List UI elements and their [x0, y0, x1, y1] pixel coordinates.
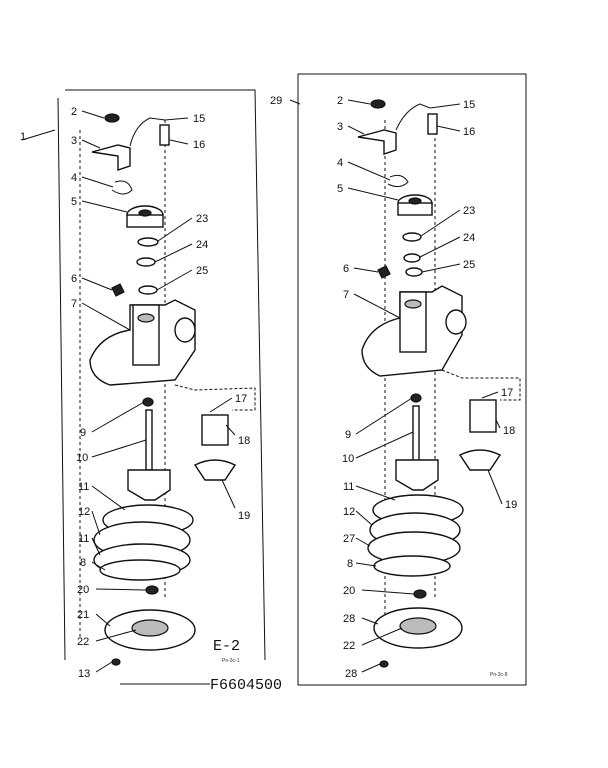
- callout-right-14: 18: [503, 425, 515, 437]
- part-25-ring: [138, 285, 158, 295]
- callout-left-8: 24: [196, 239, 208, 251]
- r-part-10-shaft: [412, 405, 420, 462]
- part-16-pin: [159, 124, 170, 146]
- left-panel: 1 2 15 3 16 4 5 23 24 6 25 7 17 9 18 10 …: [20, 89, 266, 680]
- part-3-bracket: [91, 144, 131, 171]
- r-part-25-ring: [405, 267, 423, 277]
- callout-left-14: 18: [238, 435, 250, 447]
- part-20-nut: [145, 585, 159, 595]
- callout-left-16: 19: [238, 510, 250, 522]
- part-2-nut: [104, 113, 120, 123]
- callout-right-8: 24: [463, 232, 475, 244]
- callout-left-19: 11: [78, 533, 89, 545]
- callout-right-24: 28: [345, 668, 357, 680]
- callout-left-18: 12: [78, 506, 90, 518]
- right-panel: 29 2 15 3 16 4 5 23 24 6 25 7 17 9 18 10…: [270, 73, 527, 686]
- callout-right-18: 12: [343, 506, 355, 518]
- callout-left-15: 10: [76, 452, 88, 464]
- callout-right-16: 19: [505, 499, 517, 511]
- r-part-8-ring: [373, 555, 451, 577]
- callout-right-2: 15: [463, 99, 475, 111]
- part-19-coupling: [193, 459, 237, 481]
- part-9-bushing: [142, 397, 154, 407]
- right-panel-border: [297, 73, 527, 686]
- callout-right-5: 4: [337, 157, 343, 169]
- part-4-spring: [111, 180, 133, 195]
- callout-left-12: 17: [235, 393, 247, 405]
- callout-left-17: 11: [78, 481, 89, 493]
- callout-right-20: 8: [347, 558, 353, 570]
- part-13-screw: [111, 658, 121, 666]
- part-6-clip: [111, 283, 125, 297]
- callout-right-13: 9: [345, 429, 351, 441]
- callout-left-4: 16: [193, 139, 205, 151]
- r-part-22-gear: [399, 617, 437, 635]
- callout-left-24: 13: [78, 668, 90, 680]
- sheet-label: E-2: [213, 638, 240, 655]
- callout-left-13: 9: [80, 427, 86, 439]
- r-part-17-18-pump-parts: [469, 399, 497, 433]
- callout-left-22: 21: [77, 609, 89, 621]
- callout-right-23: 22: [343, 640, 355, 652]
- callout-left-7: 23: [196, 213, 208, 225]
- left-panel-border: [65, 89, 266, 661]
- r-part-28-screw: [379, 660, 389, 668]
- callout-right-0: 29: [270, 95, 282, 107]
- sheet-note-right: Pn-3c-8: [490, 672, 508, 678]
- r-part-16-pin: [427, 113, 438, 135]
- r-part-20-nut: [413, 589, 427, 599]
- part-10-shaft: [145, 409, 153, 471]
- callout-right-11: 7: [343, 289, 349, 301]
- r-part-24-ring: [403, 253, 421, 263]
- callout-left-10: 25: [196, 265, 208, 277]
- callout-right-1: 2: [337, 95, 343, 107]
- part-24-ring: [136, 257, 156, 267]
- callout-left-2: 15: [193, 113, 205, 125]
- callout-right-7: 23: [463, 205, 475, 217]
- callout-right-3: 3: [337, 121, 343, 133]
- figure-number: F6604500: [210, 677, 282, 694]
- callout-right-17: 11: [343, 481, 354, 493]
- part-23-ring: [137, 237, 159, 247]
- part-22-gear: [131, 619, 169, 637]
- callout-right-21: 20: [343, 585, 355, 597]
- callout-left-23: 22: [77, 636, 89, 648]
- callout-right-6: 5: [337, 183, 343, 195]
- r-part-23-ring: [402, 232, 422, 242]
- callout-right-12: 17: [501, 387, 513, 399]
- callout-right-4: 16: [463, 126, 475, 138]
- callout-right-19: 27: [343, 533, 355, 545]
- callout-left-11: 7: [71, 298, 77, 310]
- r-part-2-nut: [370, 99, 386, 109]
- r-part-9-bushing: [410, 393, 422, 403]
- callout-right-15: 10: [342, 453, 354, 465]
- r-part-3-bracket: [357, 129, 397, 155]
- callout-left-20: 8: [80, 557, 86, 569]
- r-part-4-spring: [387, 174, 409, 188]
- callout-left-1: 2: [71, 106, 77, 118]
- part-10-agitator-drive: [127, 469, 171, 501]
- callout-left-0: 1: [20, 131, 26, 143]
- r-part-19-coupling: [458, 449, 502, 471]
- part-15-wire: [129, 117, 166, 147]
- callout-left-3: 3: [71, 135, 77, 147]
- part-17-18-pump-parts: [201, 414, 229, 446]
- sheet-note-left: Pn-3c-1: [222, 658, 240, 664]
- r-part-15-wire: [395, 103, 431, 131]
- part-8-ring: [99, 559, 181, 581]
- r-part-10-agitator-drive: [395, 459, 439, 491]
- callout-left-9: 6: [71, 273, 77, 285]
- r-part-6-clip: [377, 265, 391, 279]
- callout-right-9: 6: [343, 263, 349, 275]
- callout-left-5: 4: [71, 172, 77, 184]
- callout-left-21: 20: [77, 584, 89, 596]
- callout-left-6: 5: [71, 196, 77, 208]
- callout-right-22: 28: [343, 613, 355, 625]
- callout-right-10: 25: [463, 259, 475, 271]
